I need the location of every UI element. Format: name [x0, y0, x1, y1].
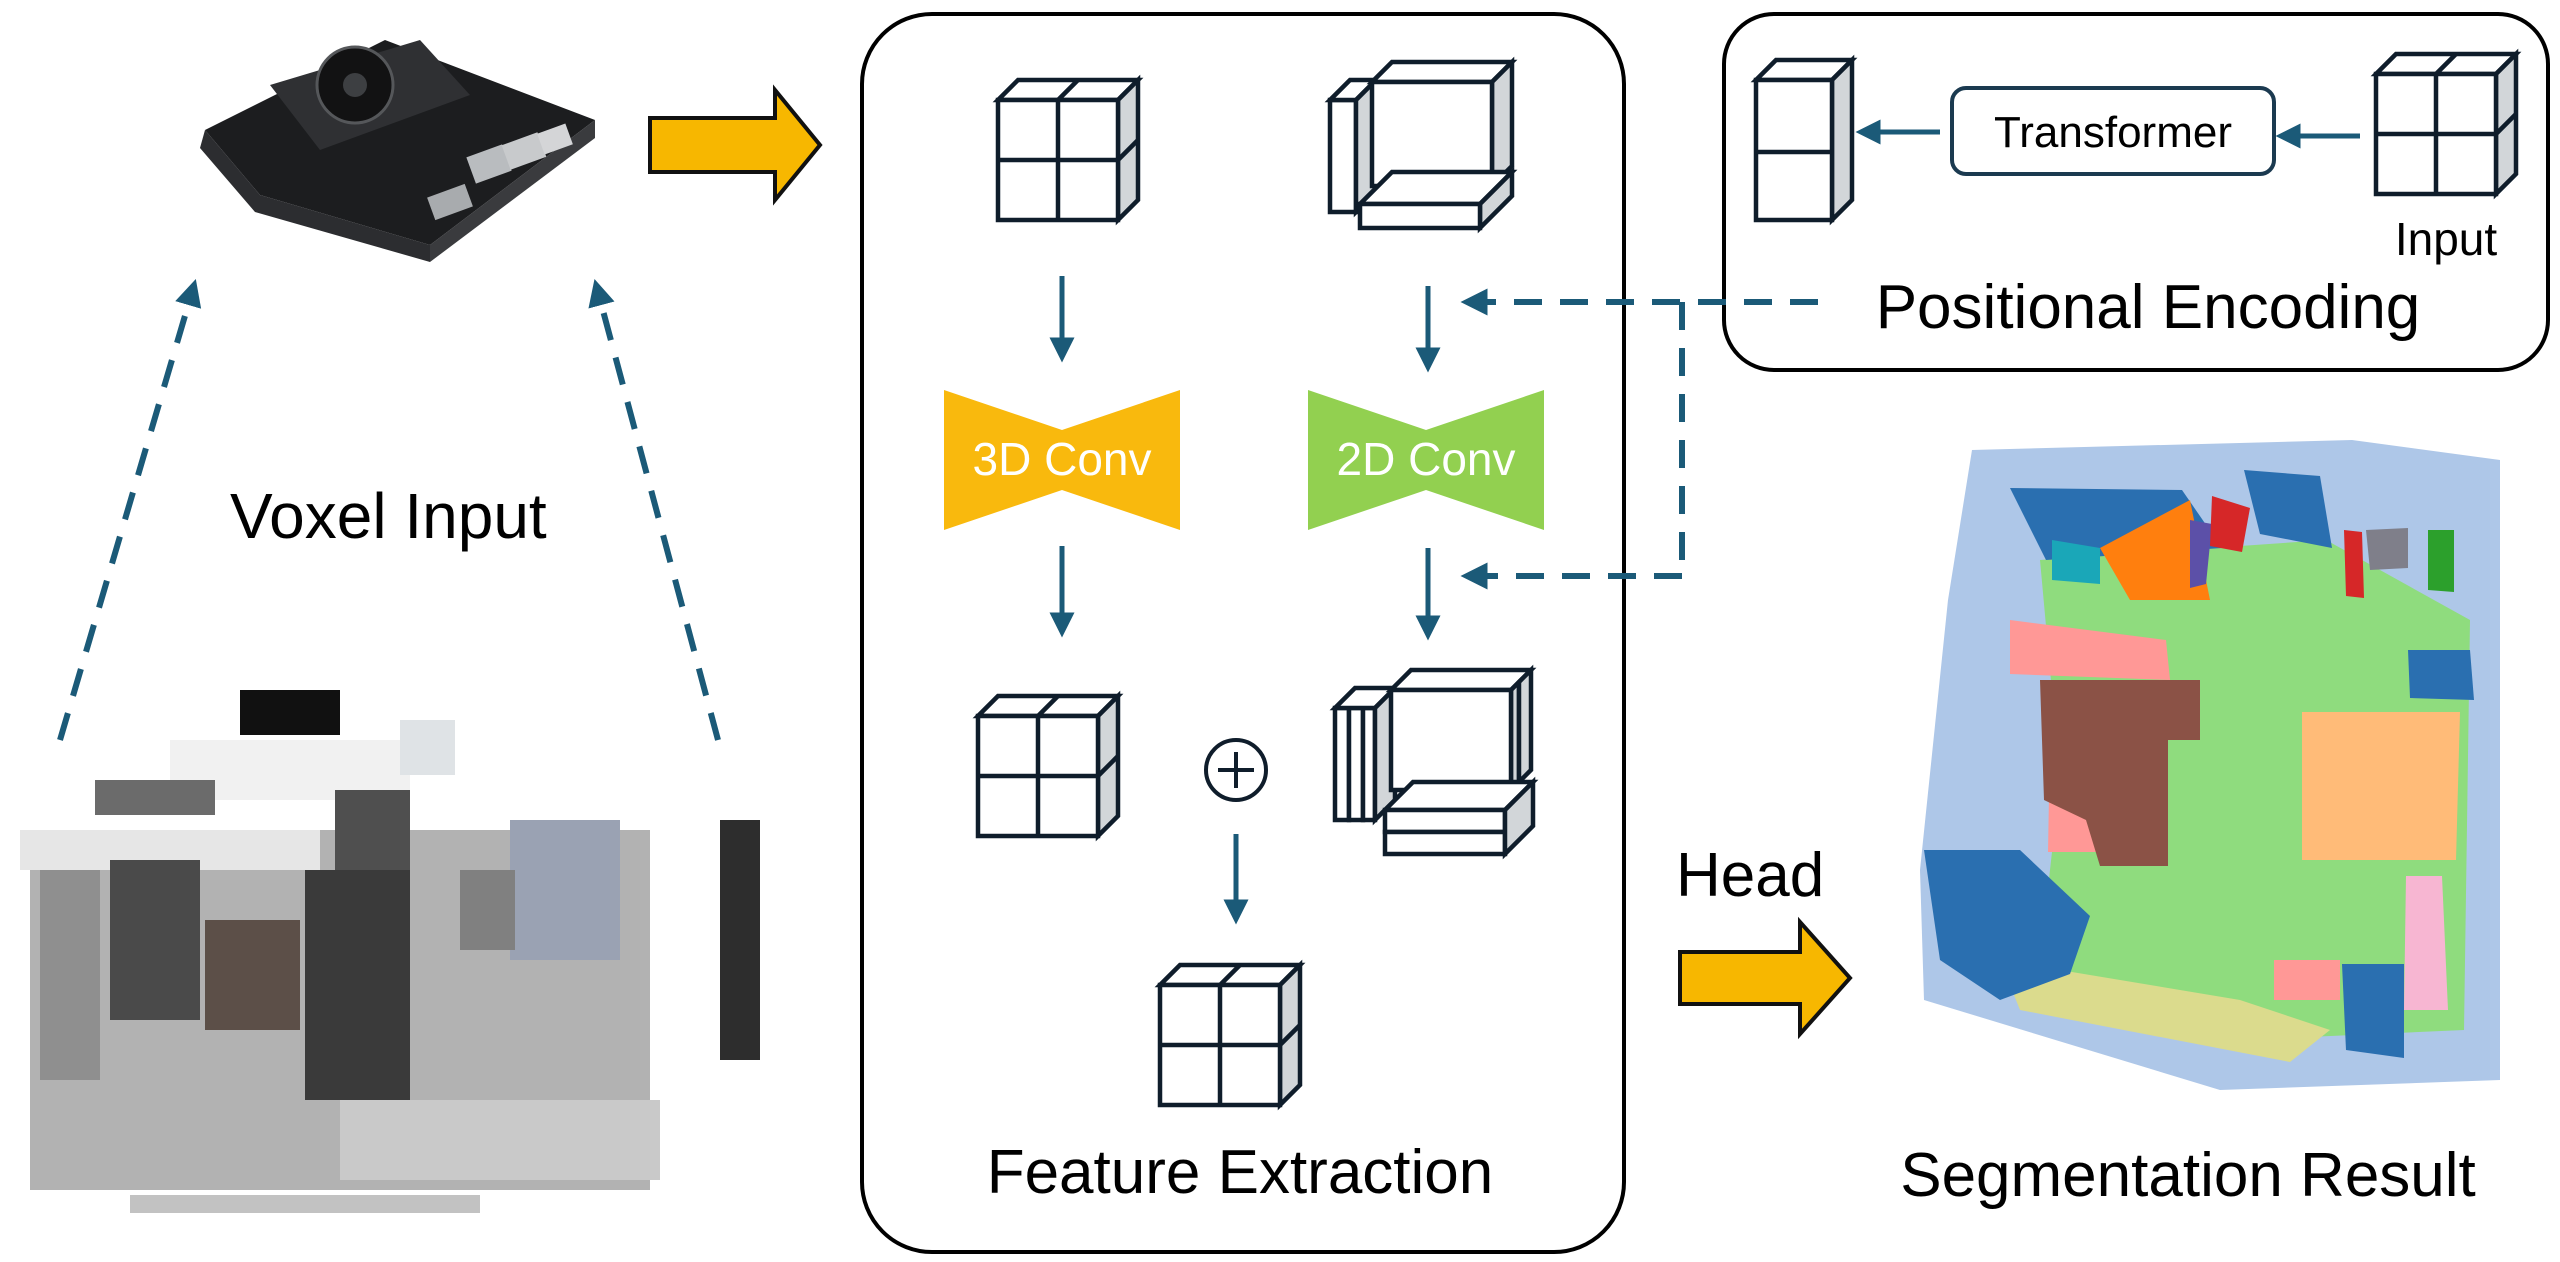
head-arrow	[1678, 916, 1853, 1040]
input-label: Input	[2395, 213, 2498, 265]
feature-extraction-panel	[860, 12, 1626, 1254]
positional-encoding-panel	[1722, 12, 2550, 372]
positional-encoding-label: Positional Encoding	[1876, 273, 2421, 342]
voxel-cube-icon	[998, 80, 1138, 220]
plus-circle-icon	[1204, 738, 1268, 802]
pe-input-cube-icon	[2376, 54, 2516, 194]
segmentation-result-label: Segmentation Result	[1900, 1141, 2476, 1210]
fused-cube-icon	[1160, 965, 1300, 1105]
conv3d-label: 3D Conv	[973, 433, 1152, 485]
input-arrow	[648, 84, 823, 206]
transformer-label: Transformer	[1994, 108, 2232, 157]
segmentation-map-image	[1920, 440, 2500, 1090]
triplane-output-icon	[1335, 670, 1533, 854]
transformer-box: Transformer	[1950, 86, 2276, 176]
conv2d-label: 2D Conv	[1337, 433, 1516, 485]
voxel-cube-output-icon	[978, 696, 1118, 836]
conv2d-block: 2D Conv	[1308, 390, 1544, 530]
positional-encoding-connector	[1460, 288, 1818, 590]
head-label: Head	[1676, 841, 1824, 910]
pe-output-cube-icon	[1750, 54, 1858, 226]
dashed-arrow-right	[588, 278, 721, 741]
edge-device-board-image	[200, 40, 595, 262]
triplane-icon	[1330, 62, 1512, 228]
voxel-input-label: Voxel Input	[230, 480, 547, 552]
dashed-arrow-left	[57, 279, 202, 741]
feature-extraction-label: Feature Extraction	[987, 1138, 1494, 1207]
voxel-scene-image	[20, 690, 760, 1213]
conv3d-block: 3D Conv	[944, 390, 1180, 530]
